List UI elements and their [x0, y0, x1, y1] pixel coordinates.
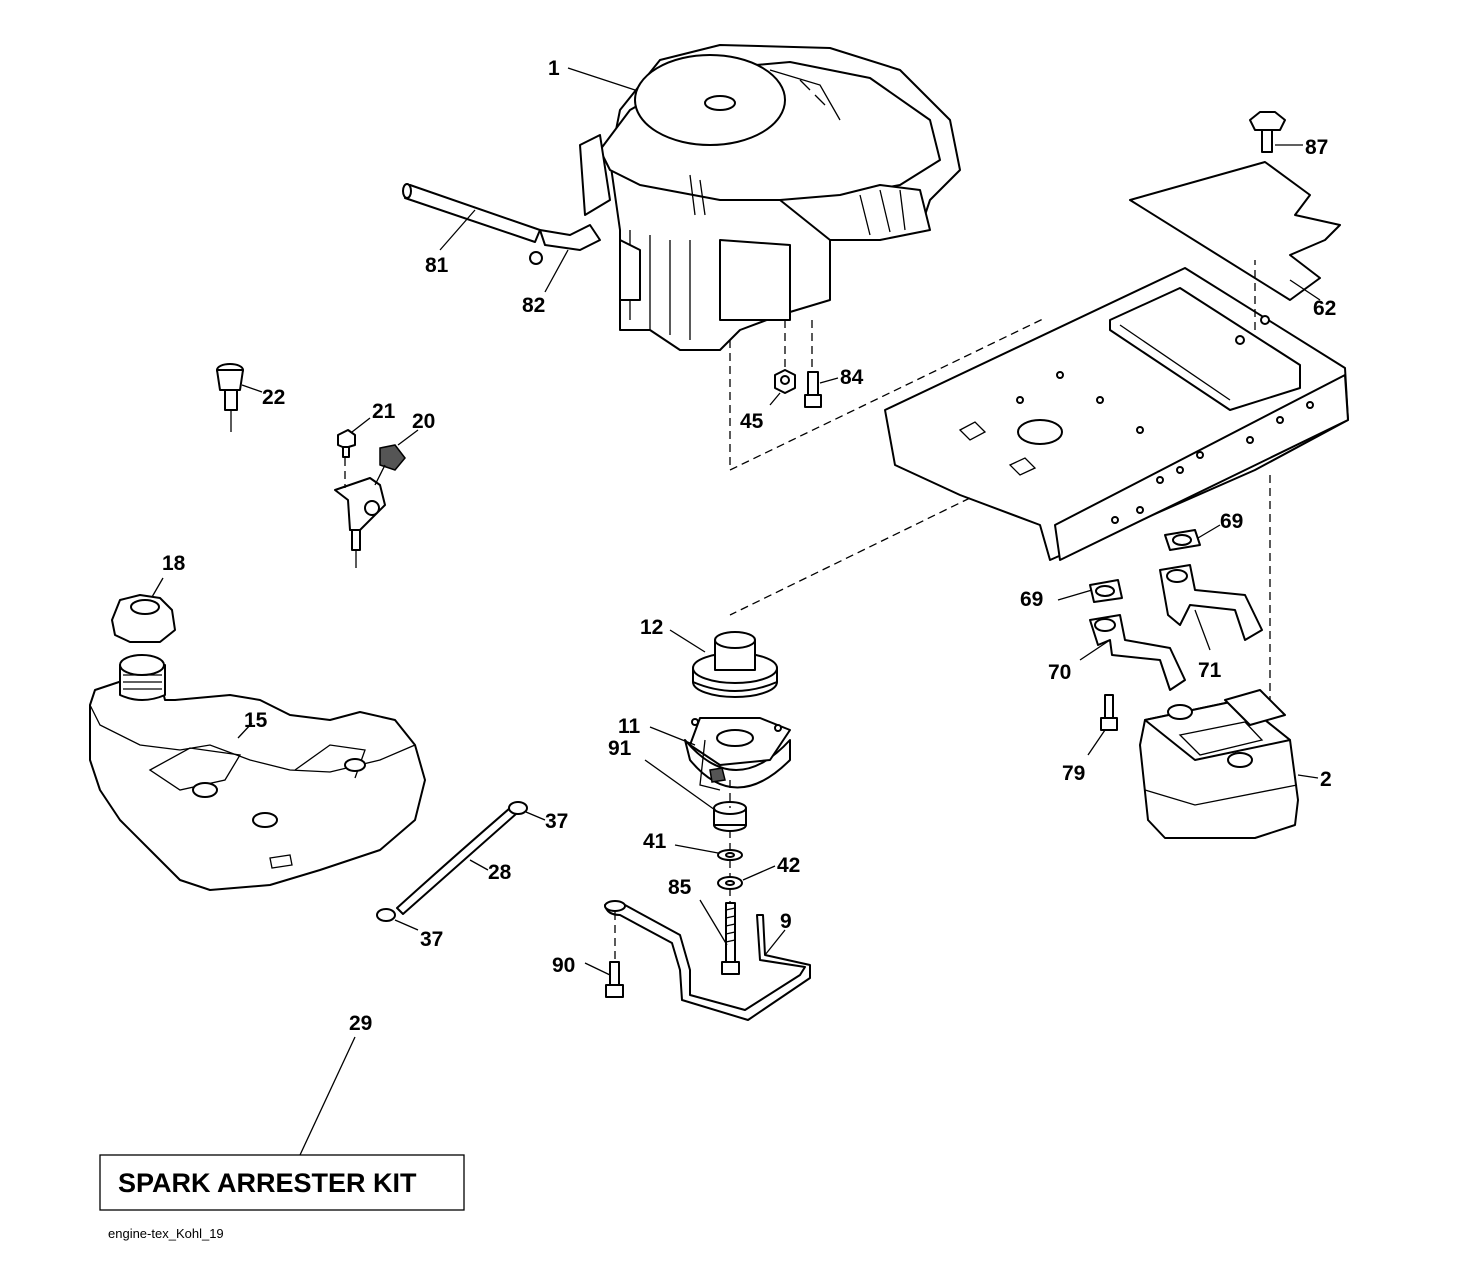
clamp-37-lower: [376, 908, 396, 922]
label-41: 41: [643, 830, 667, 853]
label-81: 81: [425, 254, 449, 277]
label-2: 2: [1320, 768, 1332, 791]
engine: [579, 44, 961, 351]
label-15: 15: [244, 709, 268, 732]
label-28: 28: [488, 861, 512, 884]
label-70: 70: [1048, 661, 1071, 684]
label-69-upper: 69: [1220, 510, 1243, 533]
washer-42: [717, 876, 743, 890]
nut-45: [774, 369, 796, 394]
label-71: 71: [1198, 659, 1222, 682]
label-82: 82: [522, 294, 545, 317]
label-29: 29: [349, 1012, 372, 1035]
label-79: 79: [1062, 762, 1085, 785]
pto-clutch-11: [684, 717, 791, 791]
label-12: 12: [640, 616, 663, 639]
bolt-84: [804, 371, 822, 408]
label-21: 21: [372, 400, 396, 423]
label-1: 1: [548, 57, 560, 80]
bushing-91: [713, 801, 747, 832]
spark-arrester-kit-box: [99, 1154, 465, 1211]
label-90: 90: [552, 954, 575, 977]
fuel-tank-15: [89, 654, 426, 891]
label-42: 42: [777, 854, 800, 877]
label-9: 9: [780, 910, 792, 933]
label-45: 45: [740, 410, 764, 433]
label-18: 18: [162, 552, 186, 575]
bolt-79: [1100, 694, 1118, 731]
chassis-plate: [884, 267, 1349, 561]
label-85: 85: [668, 876, 692, 899]
screw-21: [337, 429, 356, 458]
muffler-2: [1139, 689, 1299, 839]
file-name: engine-tex_Kohl_19: [108, 1226, 224, 1241]
bracket-9: [604, 900, 811, 1021]
bolt-85: [721, 902, 740, 975]
label-20: 20: [412, 410, 435, 433]
label-91: 91: [608, 737, 632, 760]
gasket-69-lower: [1089, 579, 1123, 603]
exhaust-pipe-70: [1089, 614, 1186, 691]
knob-87: [1249, 111, 1286, 153]
spark-arrester-kit-label: SPARK ARRESTER KIT: [118, 1168, 417, 1198]
label-22: 22: [262, 386, 285, 409]
label-87: 87: [1305, 136, 1328, 159]
exhaust-pipe-71: [1159, 564, 1263, 641]
gasket-69-upper: [1164, 529, 1201, 551]
bolt-90: [605, 961, 624, 998]
washer-41: [717, 849, 743, 861]
label-11: 11: [618, 715, 641, 738]
label-37-lower: 37: [420, 928, 443, 951]
label-84: 84: [840, 366, 864, 389]
clamp-37-upper: [508, 801, 528, 815]
label-62: 62: [1313, 297, 1336, 320]
label-69-lower: 69: [1020, 588, 1043, 611]
valve-82: [529, 224, 601, 265]
fuel-line-81: [402, 183, 541, 243]
choke-knob-22: [216, 363, 244, 432]
pulley-12: [692, 631, 778, 698]
throttle-control-20: [334, 444, 406, 568]
fuel-cap-18: [111, 594, 176, 643]
plate-62: [1129, 161, 1341, 301]
label-37-upper: 37: [545, 810, 568, 833]
